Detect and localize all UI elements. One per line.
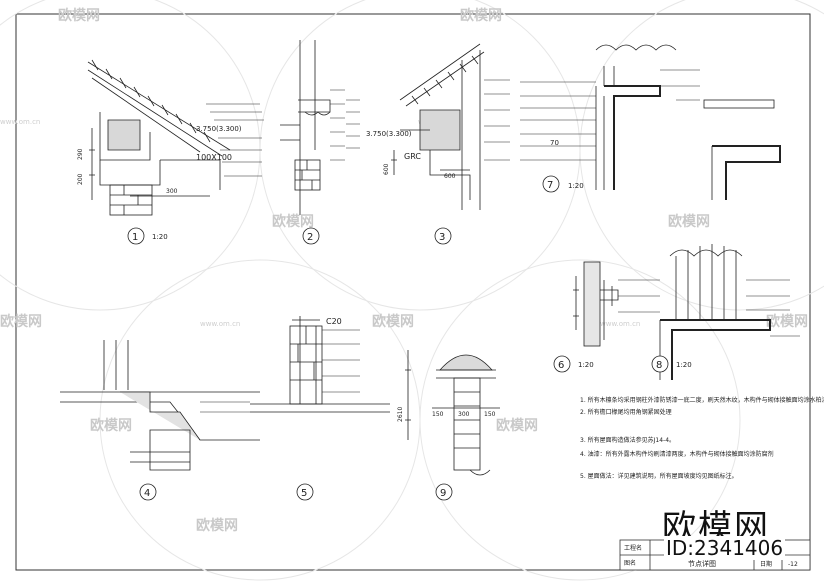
dim-label: 150 (484, 411, 496, 418)
note-4: 4. 油漆：所有外露木构件均刷清漆两度，木构件与砌体接触面均涂防腐剂 (580, 450, 774, 458)
detail-1 (87, 59, 264, 216)
detail-3 (391, 43, 510, 210)
note-2: 2. 所有檐口椽尾均用角钢紧固处理 (580, 408, 672, 416)
watermark-url: www.om.cn (600, 320, 640, 328)
dim-label: 70 (550, 139, 559, 147)
detail-8-labels: 8 1:20 (651, 355, 692, 373)
detail-4 (60, 340, 260, 471)
detail-2-labels: 2 (302, 227, 320, 245)
project-label: 工程名 (624, 544, 642, 552)
note-5: 5. 屋面做法：详见建筑说明，所有屋面坡度均见图纸标注。 (580, 472, 738, 480)
elevation-label: 3.750(3.300) (196, 125, 242, 133)
watermark-brand: 欧模网 (90, 417, 132, 434)
detail-marker (127, 227, 145, 245)
detail-number: 2 (307, 232, 313, 243)
note-3: 3. 所有屋面构造做法参见苏J14-4。 (580, 436, 675, 444)
detail-number: 7 (547, 180, 553, 191)
detail-number: 9 (440, 488, 446, 499)
detail-6 (573, 261, 660, 347)
detail-marker (651, 355, 669, 373)
watermark-brand: 欧模网 (58, 7, 100, 24)
watermark-brand: 欧模网 (766, 313, 808, 330)
detail-9-labels: 2610 150 300 150 9 (397, 407, 496, 501)
detail-number: 4 (144, 488, 150, 499)
detail-3-labels: 3.750(3.300) GRC 600 600 3 (366, 130, 456, 245)
watermark-brand: 欧模网 (460, 7, 502, 24)
dim-label: 600 (444, 173, 456, 180)
date-label: 日期 (760, 560, 772, 568)
detail-8 (659, 244, 800, 380)
watermark-brand: 欧模网 (272, 213, 314, 230)
detail-marker (542, 175, 560, 193)
detail-7 (520, 44, 781, 200)
dim-label: 200 (77, 173, 84, 185)
detail-marker (302, 227, 320, 245)
detail-marker (434, 227, 452, 245)
brand-id: ID:2341406 (664, 536, 786, 560)
grc-label: GRC (404, 152, 421, 161)
watermark-url: www.om.cn (200, 320, 240, 328)
watermark-brand: 欧模网 (372, 313, 414, 330)
detail-9 (405, 350, 500, 476)
detail-number: 3 (439, 232, 445, 243)
detail-scale: 1:20 (578, 361, 594, 369)
dim-label: 300 (166, 188, 178, 195)
detail-marker (435, 483, 453, 501)
detail-5-labels: C20 5 (296, 317, 342, 501)
elevation-label: 3.750(3.300) (366, 130, 412, 138)
beam-size-label: 100X100 (196, 153, 232, 162)
detail-1-labels: 3.750(3.300) 100X100 290 200 300 1 1:20 (77, 125, 242, 245)
sheet-border (15, 13, 811, 571)
watermark-layer: 欧模网 欧模网 欧模网 欧模网 欧模网 欧模网 欧模网 欧模网 欧模网 欧模网 … (0, 7, 808, 534)
dim-label: 300 (458, 411, 470, 418)
dim-label: 290 (77, 148, 84, 160)
detail-marker (553, 355, 571, 373)
general-notes: 1. 所有木檩条均采用钢柱外漆防锈漆一底二度，刷天然木纹，木构件与砌体接触面均涂… (580, 396, 824, 480)
detail-number: 8 (656, 360, 662, 371)
dim-label: 600 (383, 163, 390, 175)
drawing-label: 图名 (624, 559, 636, 567)
detail-scale: 1:20 (152, 233, 168, 241)
detail-number: 1 (132, 232, 138, 243)
detail-marker (139, 483, 157, 501)
drawing-name: 节点详图 (688, 559, 716, 568)
detail-6-labels: 6 1:20 (553, 355, 594, 373)
detail-4-labels: 4 (139, 483, 157, 501)
watermark-brand: 欧模网 (668, 213, 710, 230)
detail-7-labels: 70 7 1:20 (542, 139, 584, 193)
sheet-number: -12 (788, 561, 798, 568)
detail-number: 5 (301, 488, 307, 499)
watermark-url: www.om.cn (0, 118, 40, 126)
detail-number: 6 (558, 360, 564, 371)
concrete-grade-label: C20 (326, 317, 342, 326)
detail-marker (296, 483, 314, 501)
detail-scale: 1:20 (568, 182, 584, 190)
detail-2 (280, 40, 360, 215)
detail-scale: 1:20 (676, 361, 692, 369)
note-1: 1. 所有木檩条均采用钢柱外漆防锈漆一底二度，刷天然木纹，木构件与砌体接触面均涂… (580, 396, 824, 404)
watermark-brand: 欧模网 (0, 313, 42, 330)
watermark-brand: 欧模网 (196, 517, 238, 534)
dim-label: 2610 (397, 407, 404, 422)
watermark-brand: 欧模网 (496, 417, 538, 434)
dim-label: 150 (432, 411, 444, 418)
detail-5 (250, 316, 390, 413)
